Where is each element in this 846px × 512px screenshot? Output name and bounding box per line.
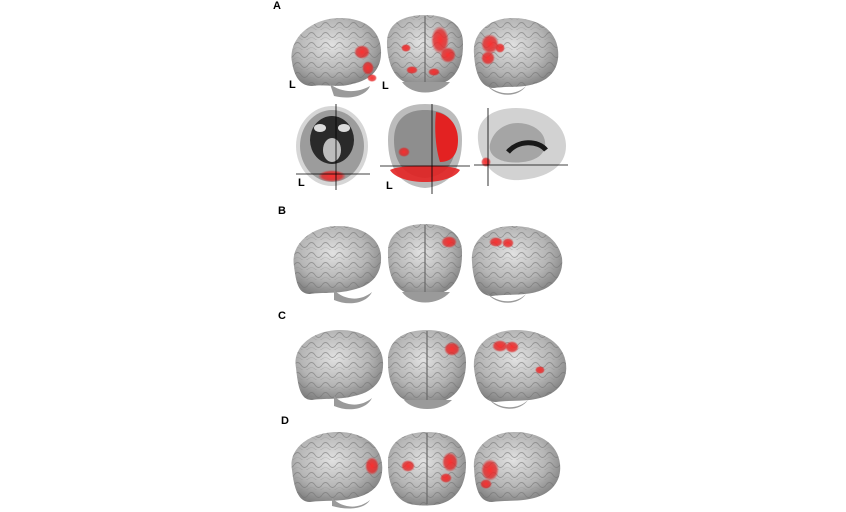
panel-c-lateral-right <box>473 330 567 409</box>
panel-label-d: D <box>281 415 289 427</box>
left-hemisphere-label-2: L <box>382 80 389 92</box>
panel-a-posterior <box>386 15 464 93</box>
panel-d-posterior <box>387 432 466 506</box>
panel-a-lateral-right <box>473 18 559 95</box>
left-hemisphere-label-4: L <box>386 180 393 192</box>
panel-a-axial-slice <box>296 104 370 190</box>
panel-label-c: C <box>278 310 286 322</box>
panel-label-a: A <box>273 0 281 12</box>
panel-a-sagittal-slice <box>474 108 568 186</box>
panel-d-lateral-right <box>473 432 561 502</box>
panel-b-lateral-right <box>471 226 563 303</box>
panel-a-coronal-slice <box>380 104 470 194</box>
panel-c-posterior <box>387 330 466 409</box>
panel-label-b: B <box>278 205 286 217</box>
left-hemisphere-label-1: L <box>289 79 296 91</box>
panel-d-lateral-left <box>291 432 383 509</box>
panel-c-lateral-left <box>295 330 384 410</box>
panel-b-lateral-left <box>293 226 382 304</box>
panel-b-posterior <box>387 224 463 303</box>
panel-a-lateral-left <box>291 18 382 98</box>
left-hemisphere-label-3: L <box>298 177 305 189</box>
